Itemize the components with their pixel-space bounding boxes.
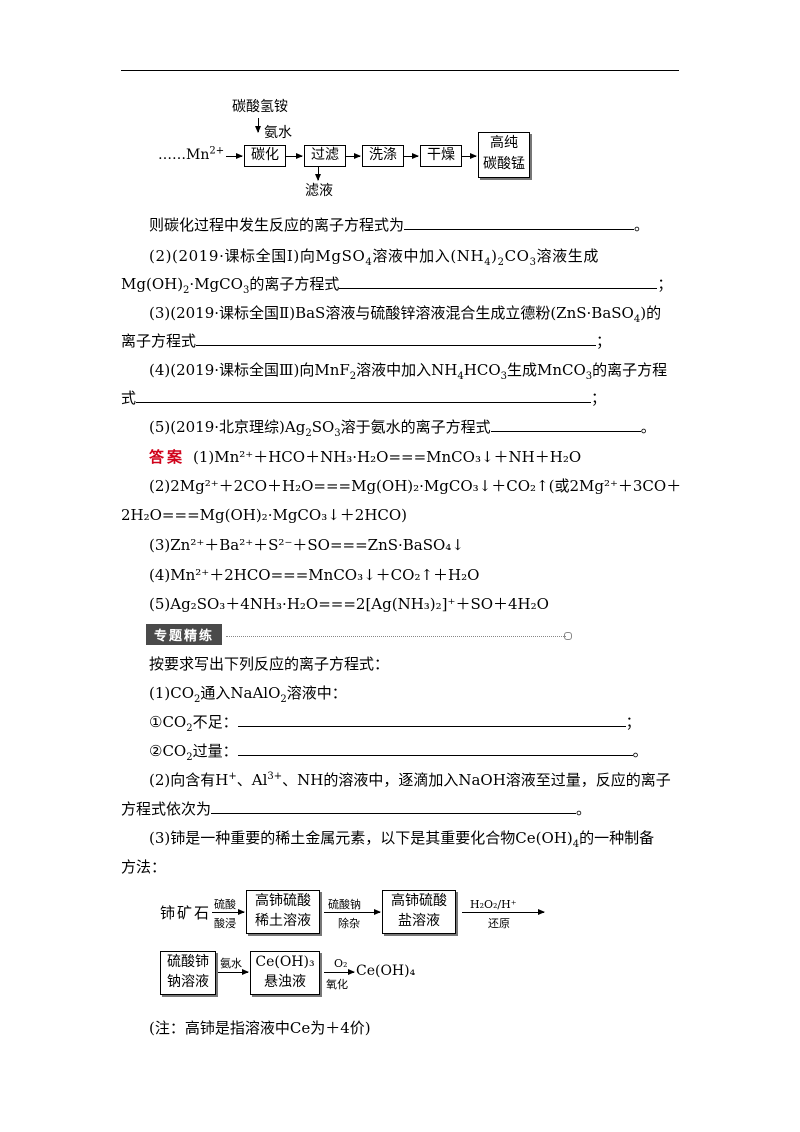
flow-arrow	[346, 153, 361, 159]
box-high-ce-sulfate-rare-earth: 高铈硫酸稀土溶液	[246, 890, 320, 934]
exercise-2-line1: (2)向含有H+、Al3+、NH的溶液中，逐滴加入NaOH溶液至过量，反应的离子	[149, 771, 671, 789]
flow-arrow	[286, 153, 303, 159]
exercise-3-line1: (3)铈是一种重要的稀土金属元素，以下是其重要化合物Ce(OH)4的一种制备	[149, 829, 655, 850]
section-divider-end	[564, 632, 572, 640]
question-2-line1: (2)(2019·课标全国Ⅰ)向MgSO4溶液中加入(NH4)2CO3溶液生成	[149, 247, 599, 268]
step-filter: 过滤	[304, 145, 346, 167]
question-1-tail: 则碳化过程中发生反应的离子方程式为。	[149, 216, 650, 234]
product-ce-oh4: Ce(OH)₄	[356, 963, 416, 979]
section-header: 专题精练	[146, 624, 572, 645]
arrow4-reagent: 氨水	[220, 957, 242, 970]
byproduct-filtrate: 滤液	[305, 183, 333, 199]
question-3-line2: 离子方程式；	[121, 332, 612, 350]
flow-arrow	[218, 969, 249, 975]
step-carbonation: 碳化	[244, 145, 286, 167]
reagent-arrow	[255, 118, 261, 133]
flow-arrow	[462, 153, 477, 159]
answer-2-line2: 2H₂O===Mg(OH)₂·MgCO₃↓＋2HCO)	[121, 506, 408, 524]
question-3-line1: (3)(2019·课标全国Ⅱ)BaS溶液与硫酸锌溶液混合生成立德粉(ZnS·Ba…	[149, 304, 662, 325]
answer-3: (3)Zn²⁺＋Ba²⁺＋S²⁻＋SO===ZnS·BaSO₄↓	[149, 536, 464, 554]
exercise-intro: 按要求写出下列反应的离子方程式：	[149, 655, 390, 673]
exercise-note: (注：高铈是指溶液中Ce为＋4价)	[149, 1019, 371, 1037]
answer-1: 答案(1)Mn²⁺＋HCO＋NH₃·H₂O===MnCO₃↓＋NH＋H₂O	[149, 448, 582, 466]
start-mn-ion: ……Mn2+	[158, 145, 225, 163]
flow-arrow	[212, 909, 245, 915]
exercise-3-line2: 方法：	[121, 858, 167, 876]
flow-arrow	[226, 153, 243, 159]
reagent-ammonium-bicarbonate: 碳酸氢铵	[232, 99, 288, 115]
step-wash: 洗涤	[362, 145, 404, 167]
reagent-ammonia-water: 氨水	[264, 125, 292, 141]
exercise-1-heading: (1)CO2通入NaAlO2溶液中：	[149, 684, 347, 705]
exercise-1-part-i: ①CO2不足：；	[149, 713, 641, 734]
arrow5-condition: 氧化	[326, 978, 348, 991]
arrow5-reagent: O₂	[334, 957, 348, 970]
section-title: 专题精练	[146, 624, 223, 645]
flow-arrow	[324, 909, 381, 915]
answer-2-line1: (2)2Mg²⁺＋2CO＋H₂O===Mg(OH)₂·MgCO₃↓＋CO₂↑(或…	[149, 477, 682, 495]
question-5: (5)(2019·北京理综)Ag2SO3溶于氨水的离子方程式。	[149, 418, 656, 439]
arrow2-reagent: 硫酸钠	[328, 898, 361, 911]
arrow3-reagent: H₂O₂/H⁺	[470, 898, 517, 911]
answer-5: (5)Ag₂SO₃＋4NH₃·H₂O===2[Ag(NH₃)₂]⁺＋SO＋4H₂…	[149, 595, 549, 613]
step-dry: 干燥	[420, 145, 462, 167]
filtrate-arrow	[315, 166, 321, 181]
exercise-2-line2: 方程式依次为。	[121, 800, 592, 818]
section-divider	[226, 636, 566, 637]
arrow1-condition: 酸浸	[214, 917, 236, 930]
flow-arrow	[404, 153, 419, 159]
question-2-line2: Mg(OH)2·MgCO3的离子方程式；	[121, 275, 673, 296]
flow-arrow	[462, 909, 545, 915]
arrow1-reagent: 硫酸	[214, 898, 236, 911]
arrow3-condition: 还原	[488, 917, 510, 930]
box-high-ce-sulfate-salt: 高铈硫酸盐溶液	[382, 890, 456, 934]
arrow2-condition: 除杂	[338, 917, 360, 930]
product-high-purity-mnco3: 高纯碳酸锰	[478, 132, 530, 178]
box-ce-sodium-sulfate: 硫酸铈钠溶液	[160, 951, 216, 995]
answer-4: (4)Mn²⁺＋2HCO===MnCO₃↓＋CO₂↑＋H₂O	[149, 566, 480, 584]
question-4-line1: (4)(2019·课标全国Ⅲ)向MnF2溶液中加入NH4HCO3生成MnCO3的…	[149, 361, 668, 382]
question-4-line2: 式；	[121, 389, 607, 407]
answer-label: 答案	[149, 448, 186, 466]
header-rule	[121, 70, 679, 71]
exercise-1-part-ii: ②CO2过量：。	[149, 742, 648, 763]
flow-arrow	[324, 969, 355, 975]
ore-cerium: 铈矿石	[160, 904, 212, 922]
